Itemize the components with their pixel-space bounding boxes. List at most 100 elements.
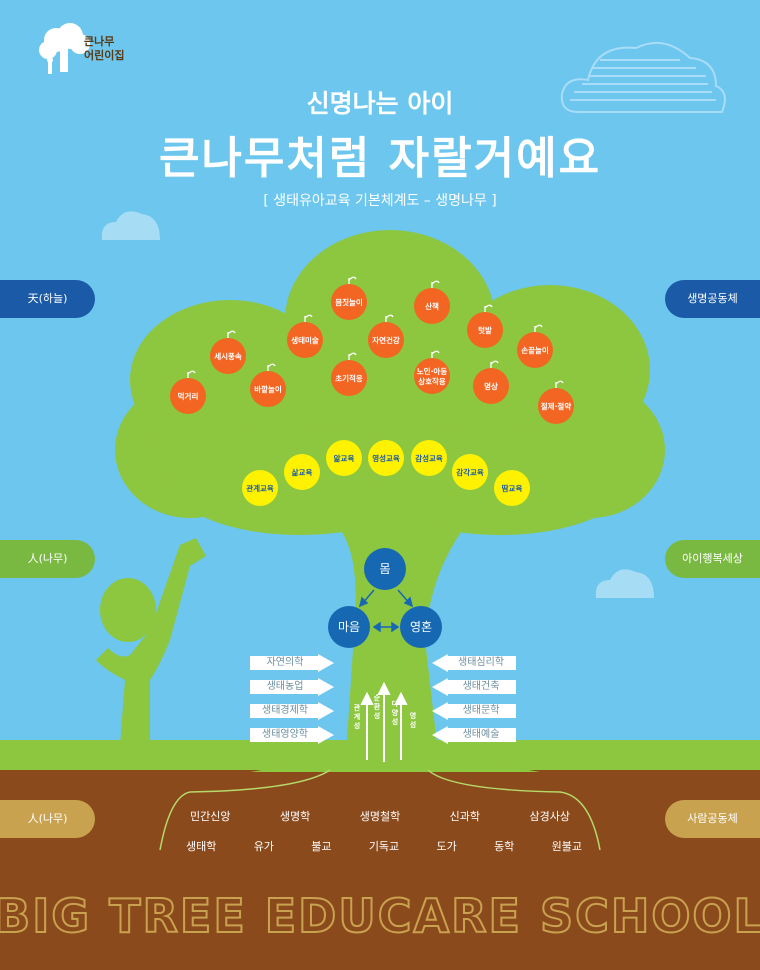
trunk-label: 순환성 [373, 694, 381, 720]
left-arrow: 생태경제학 [250, 702, 334, 720]
fruit: 손끝놀이 [517, 324, 553, 368]
left-arrow: 자연의학 [250, 654, 334, 672]
roots-outline [159, 769, 331, 851]
pill-tree-root: 人(나무) [0, 800, 95, 838]
right-arrow-label: 생태문학 [462, 705, 500, 716]
fruit: 산책 [414, 280, 450, 324]
fruit: 명상 [473, 360, 509, 404]
right-arrow-label: 생태건축 [462, 681, 500, 692]
arrow-shape [432, 654, 516, 672]
fruit-label: 감성교육 [415, 453, 443, 463]
fruit: 영성교육 [368, 440, 404, 476]
right-arrow-label: 생태예술 [462, 729, 500, 740]
right-arrow: 생태문학 [432, 702, 516, 720]
cloud-icon [560, 41, 726, 113]
arrow-shape [432, 702, 516, 720]
fruit-label: 앎교육 [334, 453, 355, 463]
root-label: 유가 [253, 840, 274, 853]
fruit-label: 초기적응 [335, 373, 363, 383]
arrow-shape [250, 654, 334, 672]
cloud-icon [595, 569, 654, 598]
fruit-label: 삶교육 [292, 467, 313, 477]
fruit: 감성교육 [411, 440, 447, 476]
fruit: 삶교육 [284, 454, 320, 490]
fruit: 바깥놀이 [250, 363, 286, 407]
left-arrow: 생태영양학 [250, 726, 334, 744]
root-label: 불교 [311, 840, 332, 853]
fruit: 땀교육 [494, 470, 530, 506]
roots-outline [427, 769, 601, 851]
fruit-label: 생태미술 [291, 335, 319, 345]
fruit-label: 명상 [484, 381, 498, 391]
trunk-arrows [360, 681, 408, 762]
fruit-label: 먹거리 [178, 391, 199, 401]
page-subtitle: 신명나는 아이 [306, 89, 454, 118]
footer-banner: BIG TREE EDUCARE SCHOOL [0, 888, 760, 944]
right-arrow: 생태예술 [432, 726, 516, 744]
fruit: 생태미술 [287, 314, 323, 358]
fruit-label: 세시풍속 [214, 351, 242, 361]
tree-logo-icon [39, 23, 90, 74]
left-arrow-label: 생태농업 [266, 681, 304, 692]
arrow-shape [432, 726, 516, 744]
fruit-label: 자연건강 [372, 335, 400, 345]
page-caption: [ 생태유아교육 기본체계도 – 생명나무 ] [263, 193, 497, 209]
fruit: 감각교육 [452, 454, 488, 490]
left-arrow-label: 생태영양학 [262, 729, 308, 740]
pill-heaven: 天(하늘) [0, 280, 95, 318]
fruit: 초기적응 [331, 352, 367, 396]
right-arrow: 생태심리학 [432, 654, 516, 672]
fruit: 몸짓놀이 [331, 276, 367, 320]
left-arrow: 생태농업 [250, 678, 334, 696]
root-label: 도가 [436, 840, 457, 853]
arrow-shape [250, 678, 334, 696]
root-label: 생명학 [279, 810, 311, 823]
roots-row-2: 생태학 유가 불교 기독교 도가 동학 원불교 [186, 838, 582, 854]
root-label: 민간신앙 [190, 810, 231, 823]
root-label: 생명철학 [359, 810, 401, 823]
root-label: 기독교 [368, 840, 400, 853]
root-label: 동학 [494, 840, 515, 853]
fruit: 자연건강 [368, 314, 404, 358]
tree-trunk [330, 515, 470, 770]
fruit-label: 영성교육 [372, 453, 400, 463]
child-silhouette [96, 538, 206, 745]
trunk-label: 영성 [409, 712, 417, 729]
arrow-shape [250, 726, 334, 744]
fruit-label: 몸짓놀이 [335, 297, 363, 307]
pill-tree: 人(나무) [0, 540, 95, 578]
fruit-label: 절제·절약 [541, 401, 572, 411]
fruit-label: 산책 [425, 301, 439, 311]
fruit: 앎교육 [326, 440, 362, 476]
root-label: 생태학 [186, 840, 217, 853]
core-body: 몸 [364, 548, 406, 590]
page-title: 큰나무처럼 자랄거예요 [158, 133, 602, 184]
fruit: 먹거리 [170, 370, 206, 414]
logo-subname: 어린이집 [84, 49, 125, 62]
core-mind: 마음 [328, 606, 370, 648]
soil [0, 770, 760, 970]
left-arrow-label: 생태경제학 [262, 705, 308, 716]
core-arrows [358, 589, 414, 633]
fruit-label: 관계교육 [246, 483, 274, 493]
fruit-label: 노인·아동 [417, 366, 448, 376]
fruit-label: 감각교육 [456, 467, 484, 477]
cloud-stripes [570, 59, 716, 101]
root-label: 원불교 [551, 840, 582, 853]
left-arrow-label: 자연의학 [266, 657, 304, 668]
fruit-label: 텃밭 [478, 325, 492, 335]
fruit: 절제·절약 [538, 380, 574, 424]
fruit-label: 땀교육 [502, 483, 523, 493]
right-arrow: 생태건축 [432, 678, 516, 696]
footer-text: BIG TREE EDUCARE SCHOOL [0, 889, 760, 943]
fruit-label: 상호작용 [418, 376, 446, 386]
logo-name: 큰나무 [84, 35, 115, 48]
fruit: 세시풍속 [210, 330, 246, 374]
fruit-label: 손끝놀이 [521, 345, 549, 355]
fruit: 텃밭 [467, 304, 503, 348]
